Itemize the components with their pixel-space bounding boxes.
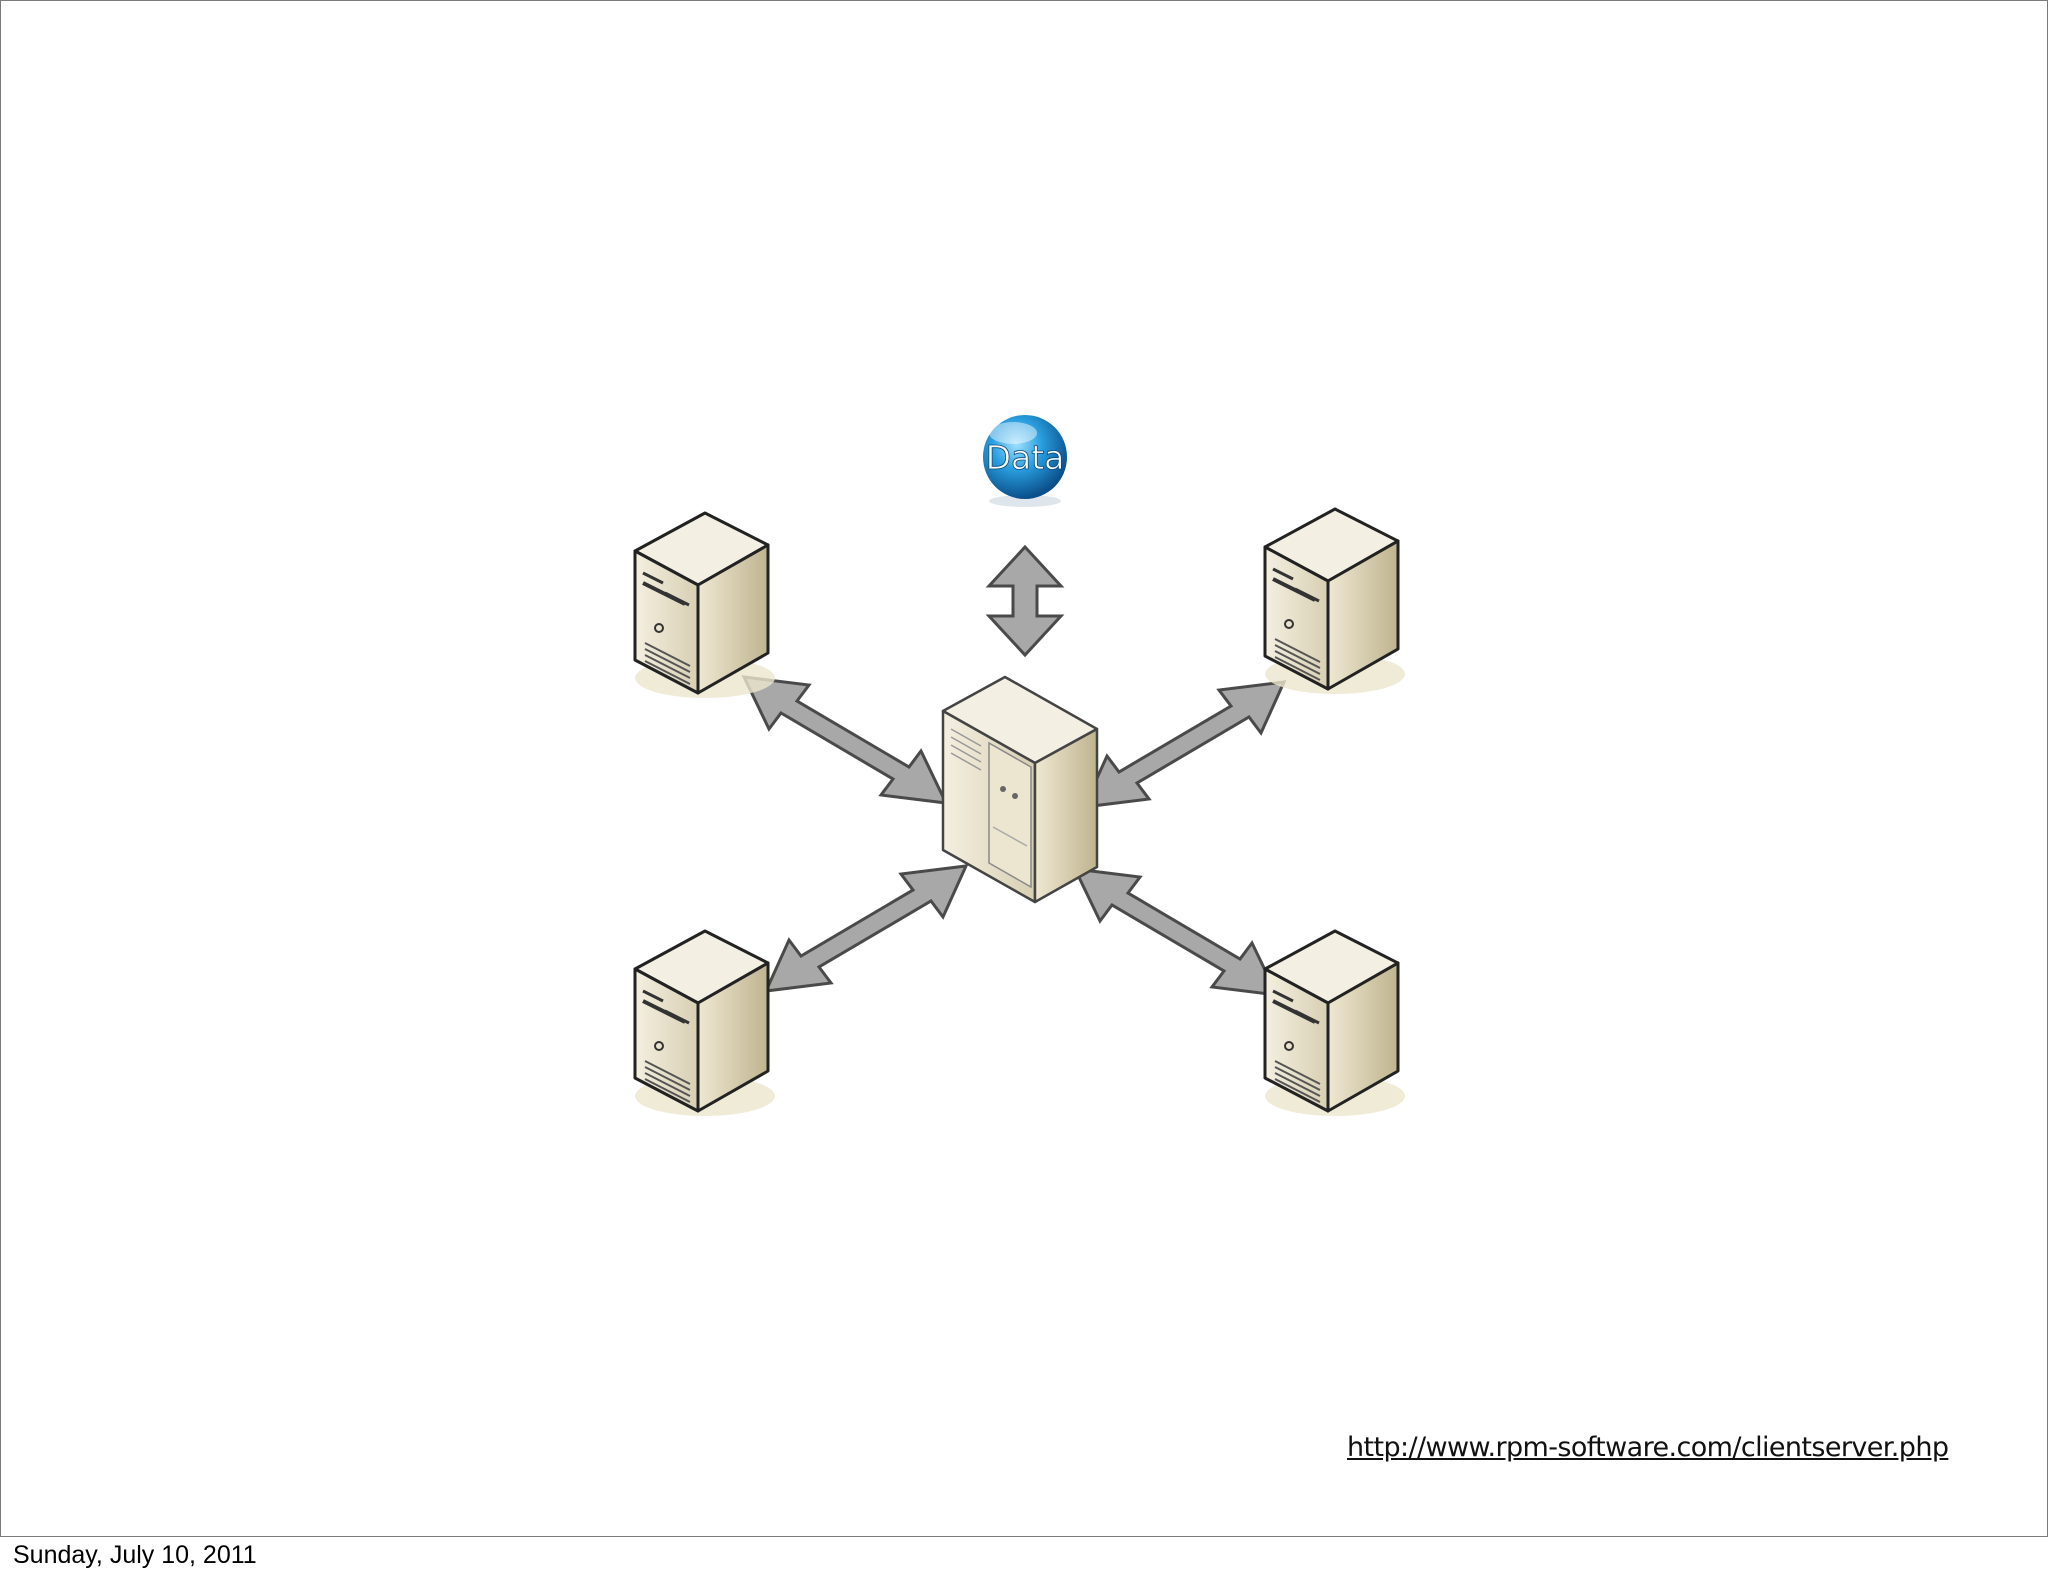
tower-server-icon	[941, 675, 1099, 904]
double-arrow-upper-left	[741, 675, 949, 805]
client-server-diagram: Data	[633, 415, 1407, 1118]
globe-data-icon: Data	[983, 415, 1067, 507]
double-arrow-lower-left	[763, 864, 969, 993]
client-computer-icon	[633, 511, 777, 700]
footer-date: Sunday, July 10, 2011	[13, 1541, 257, 1569]
data-label: Data	[986, 438, 1065, 477]
client-computer-icon	[633, 929, 777, 1118]
slide: Data	[0, 0, 2048, 1537]
double-arrow-lower-right	[1072, 867, 1280, 997]
client-computer-icon	[1263, 929, 1407, 1118]
source-link[interactable]: http://www.rpm-software.com/clientserver…	[1347, 1432, 1949, 1463]
client-computer-icon	[1263, 507, 1407, 696]
double-arrow-data-server	[985, 544, 1065, 658]
double-arrow-upper-right	[1081, 680, 1287, 809]
